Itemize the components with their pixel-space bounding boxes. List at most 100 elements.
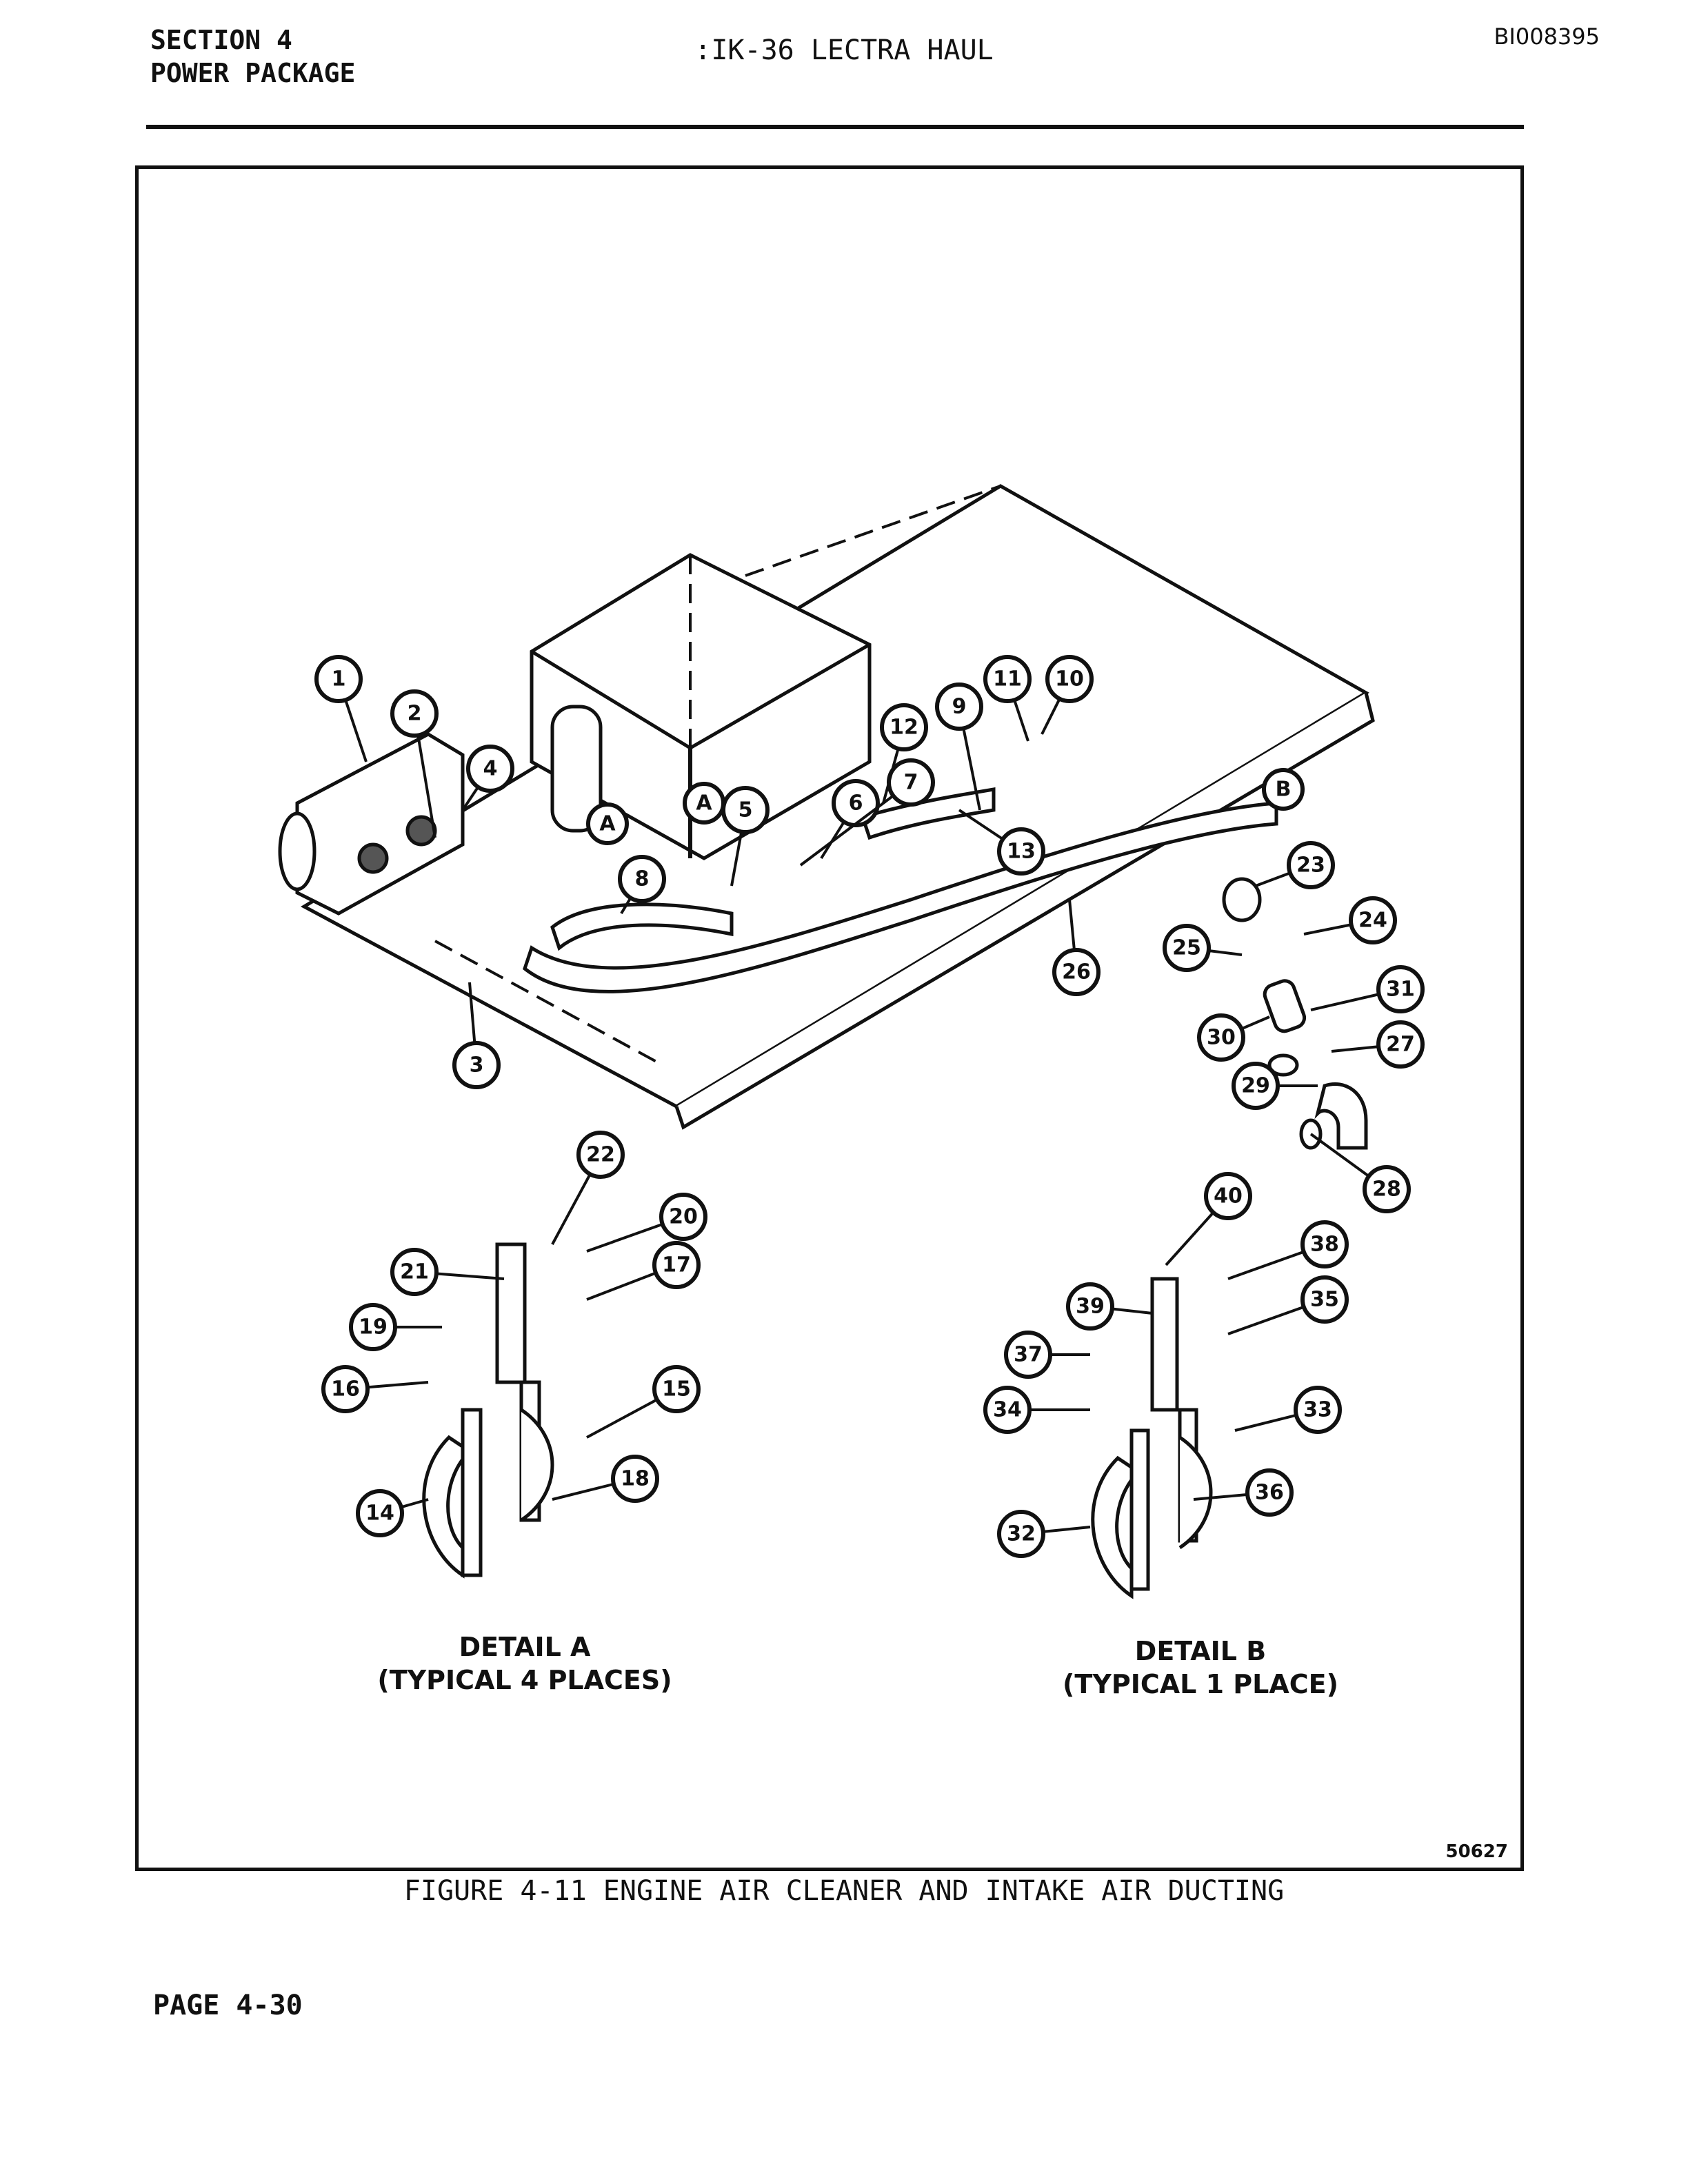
callout-label-3: 3 bbox=[470, 1053, 484, 1078]
callout-label-1: 1 bbox=[332, 667, 346, 691]
figure-caption: FIGURE 4-11 ENGINE AIR CLEANER AND INTAK… bbox=[403, 1875, 1285, 1907]
callout-balloon-2 bbox=[390, 689, 439, 738]
callout-label-19: 19 bbox=[359, 1315, 388, 1339]
callout-balloon-37 bbox=[1004, 1331, 1052, 1379]
callout-label-13: 13 bbox=[1007, 840, 1036, 864]
callout-label-11: 11 bbox=[993, 667, 1022, 691]
callout-balloon-38 bbox=[1300, 1220, 1349, 1268]
callout-balloon-29 bbox=[1232, 1062, 1280, 1110]
callout-balloon-14 bbox=[356, 1489, 404, 1537]
callout-label-25: 25 bbox=[1172, 936, 1201, 960]
callout-balloon-26 bbox=[1052, 948, 1101, 996]
callout-label-23: 23 bbox=[1296, 853, 1325, 878]
detail-a-note: (TYPICAL 4 PLACES) bbox=[377, 1665, 672, 1695]
detail-b-note: (TYPICAL 1 PLACE) bbox=[1063, 1669, 1338, 1699]
callout-balloon-15 bbox=[652, 1365, 701, 1413]
callout-label-7: 7 bbox=[904, 771, 918, 795]
page-number: PAGE 4-30 bbox=[153, 1990, 303, 2021]
callout-balloon-35 bbox=[1300, 1275, 1349, 1324]
section-label: SECTION 4 bbox=[150, 25, 292, 55]
callout-label-10: 10 bbox=[1055, 667, 1084, 691]
callout-label-18: 18 bbox=[621, 1467, 650, 1491]
callout-label-32: 32 bbox=[1007, 1522, 1036, 1546]
callout-balloon-31 bbox=[1376, 965, 1425, 1013]
callout-label-4: 4 bbox=[483, 757, 498, 781]
callout-label-20: 20 bbox=[669, 1205, 698, 1229]
air-cleaner bbox=[278, 732, 465, 916]
callout-balloon-13 bbox=[997, 827, 1045, 876]
callout-balloon-1 bbox=[314, 655, 363, 703]
callout-balloon-3 bbox=[452, 1041, 501, 1089]
document-title: :IK-36 LECTRA HAUL bbox=[694, 34, 994, 66]
detail-a-caption: DETAIL A (TYPICAL 4 PLACES) bbox=[283, 1630, 766, 1697]
callout-balloon-16 bbox=[321, 1365, 370, 1413]
callout-label-2: 2 bbox=[408, 702, 422, 726]
callout-label-9: 9 bbox=[952, 695, 967, 719]
callout-label-33: 33 bbox=[1303, 1398, 1332, 1422]
detail-ref-balloon-A bbox=[586, 802, 629, 845]
subsection-label: POWER PACKAGE bbox=[150, 58, 356, 88]
detail-ref-label-A: A bbox=[696, 791, 712, 816]
detail-ref-label-B: B bbox=[1276, 778, 1292, 802]
callout-balloon-22 bbox=[576, 1131, 625, 1179]
callout-balloon-36 bbox=[1245, 1468, 1294, 1517]
callout-label-15: 15 bbox=[662, 1377, 691, 1402]
callout-label-6: 6 bbox=[849, 791, 863, 816]
callout-balloon-34 bbox=[983, 1386, 1032, 1434]
callout-label-22: 22 bbox=[586, 1143, 615, 1167]
callout-balloon-40 bbox=[1204, 1172, 1252, 1220]
callout-balloon-11 bbox=[983, 655, 1032, 703]
callout-label-14: 14 bbox=[365, 1502, 394, 1526]
callout-label-21: 21 bbox=[400, 1260, 429, 1284]
callout-label-27: 27 bbox=[1386, 1033, 1415, 1057]
callout-label-30: 30 bbox=[1207, 1026, 1236, 1050]
callout-label-17: 17 bbox=[662, 1253, 691, 1277]
detail-ref-balloon-A bbox=[683, 782, 725, 825]
callout-label-5: 5 bbox=[738, 798, 753, 822]
callout-balloon-24 bbox=[1349, 896, 1397, 944]
callout-balloon-17 bbox=[652, 1241, 701, 1289]
callout-label-40: 40 bbox=[1214, 1184, 1243, 1209]
callout-label-16: 16 bbox=[331, 1377, 360, 1402]
detail-b-clamp bbox=[1091, 1277, 1213, 1599]
callout-balloon-4 bbox=[466, 745, 514, 793]
callout-label-28: 28 bbox=[1372, 1177, 1401, 1202]
callout-label-8: 8 bbox=[635, 867, 650, 891]
callout-label-39: 39 bbox=[1076, 1295, 1105, 1319]
callout-label-35: 35 bbox=[1310, 1288, 1339, 1312]
detail-a-title: DETAIL A bbox=[459, 1632, 591, 1662]
section-heading: SECTION 4 POWER PACKAGE bbox=[150, 23, 355, 90]
callout-label-36: 36 bbox=[1255, 1481, 1284, 1505]
callout-label-34: 34 bbox=[993, 1398, 1022, 1422]
callout-balloon-32 bbox=[997, 1510, 1045, 1558]
callout-balloon-28 bbox=[1363, 1165, 1411, 1213]
callout-label-29: 29 bbox=[1241, 1074, 1270, 1098]
intake-duct bbox=[523, 787, 1278, 993]
callout-balloon-10 bbox=[1045, 655, 1094, 703]
callout-balloon-20 bbox=[659, 1193, 707, 1241]
callout-balloon-12 bbox=[880, 703, 928, 751]
callout-label-24: 24 bbox=[1358, 909, 1387, 933]
engine-block bbox=[530, 553, 872, 860]
callout-balloon-33 bbox=[1294, 1386, 1342, 1434]
figure-number: 50627 bbox=[1445, 1841, 1508, 1862]
callout-balloon-8 bbox=[618, 855, 666, 903]
header-rule bbox=[146, 125, 1524, 129]
callout-balloon-21 bbox=[390, 1248, 439, 1296]
callout-label-31: 31 bbox=[1386, 978, 1415, 1002]
detail-b-caption: DETAIL B (TYPICAL 1 PLACE) bbox=[959, 1635, 1442, 1701]
detail-ref-label-A: A bbox=[599, 812, 616, 836]
callout-balloon-18 bbox=[611, 1455, 659, 1503]
callout-balloon-25 bbox=[1163, 924, 1211, 972]
document-id: BI008395 bbox=[1494, 23, 1600, 50]
callout-balloon-39 bbox=[1066, 1282, 1114, 1331]
callout-label-12: 12 bbox=[890, 716, 918, 740]
detail-b-title: DETAIL B bbox=[1134, 1636, 1267, 1666]
callout-label-37: 37 bbox=[1014, 1343, 1043, 1367]
callout-balloon-30 bbox=[1197, 1013, 1245, 1062]
callout-balloon-9 bbox=[935, 682, 983, 731]
elbow-fittings bbox=[1222, 877, 1368, 1150]
